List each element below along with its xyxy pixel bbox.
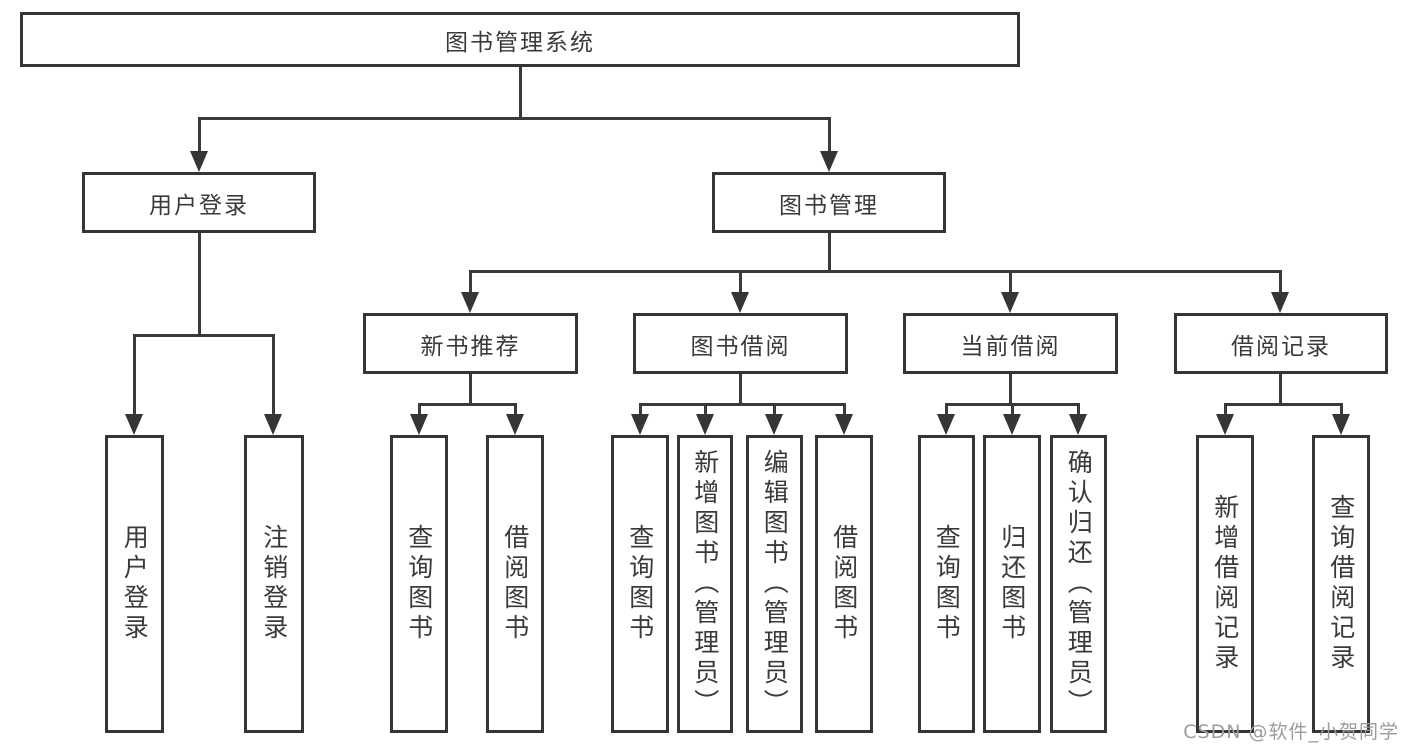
leaf-return-books: 归还图书 xyxy=(983,435,1041,733)
leaf-add-borrow-record: 新增借阅记录 xyxy=(1196,435,1254,733)
arrow-user-login xyxy=(190,151,208,172)
leaf-borrow-books-recommend: 借阅图书 xyxy=(486,435,544,733)
connector-drop-leaf-logout xyxy=(272,334,275,418)
arrow-confirm-cb xyxy=(1069,414,1087,435)
leaf-add-borrow-record-label: 新增借阅记录 xyxy=(1210,494,1240,674)
leaf-query-books-recommend-label: 查询图书 xyxy=(404,524,434,644)
connector-drop-query-rec xyxy=(418,403,421,417)
node-new-book-recommend: 新书推荐 xyxy=(363,313,578,374)
arrow-add-br xyxy=(1216,414,1234,435)
connector-book-management-stub xyxy=(828,233,831,273)
arrow-query-br xyxy=(1332,414,1350,435)
connector-new-book-rec-hline xyxy=(418,403,516,406)
arrow-book-borrow xyxy=(731,292,749,313)
csdn-watermark: CSDN @软件_小贺同学 xyxy=(1183,721,1399,743)
leaf-query-borrow-record: 查询借阅记录 xyxy=(1312,435,1370,733)
leaf-query-books-current: 查询图书 xyxy=(918,435,975,733)
connector-borrow-records-hline xyxy=(1224,403,1342,406)
leaf-query-books-borrow-label: 查询图书 xyxy=(625,524,655,644)
connector-drop-add-bb xyxy=(704,403,707,417)
arrow-query-cb xyxy=(937,414,955,435)
connector-user-login-hline xyxy=(133,334,275,337)
leaf-confirm-return-admin: 确认归还（管理员） xyxy=(1050,435,1107,733)
connector-drop-query-cb xyxy=(945,403,948,417)
arrow-edit-bb xyxy=(765,414,783,435)
arrow-current-borrow xyxy=(1001,292,1019,313)
arrow-borrow-rec xyxy=(506,414,524,435)
leaf-user-login-label: 用户登录 xyxy=(120,524,150,644)
node-current-borrow: 当前借阅 xyxy=(903,313,1118,374)
leaf-borrow-books-recommend-label: 借阅图书 xyxy=(500,524,530,644)
leaf-return-books-label: 归还图书 xyxy=(997,524,1027,644)
node-new-book-recommend-label: 新书推荐 xyxy=(420,333,521,360)
leaf-logout: 注销登录 xyxy=(244,435,304,733)
connector-drop-query-bb xyxy=(639,403,642,417)
arrow-book-management xyxy=(820,151,838,172)
arrow-query-rec xyxy=(410,414,428,435)
leaf-add-book-admin: 新增图书（管理员） xyxy=(677,435,733,733)
connector-drop-user-login xyxy=(198,117,201,155)
connector-drop-new-book-rec xyxy=(469,270,472,296)
arrow-return-cb xyxy=(1003,414,1021,435)
connector-drop-edit-bb xyxy=(773,403,776,417)
node-book-management-label: 图书管理 xyxy=(779,192,879,219)
leaf-query-books-recommend: 查询图书 xyxy=(390,435,448,733)
node-book-borrow-label: 图书借阅 xyxy=(690,333,791,360)
node-book-borrow: 图书借阅 xyxy=(633,313,848,374)
connector-drop-book-borrow xyxy=(739,270,742,296)
leaf-edit-book-admin: 编辑图书（管理员） xyxy=(746,435,803,733)
connector-user-login-stub xyxy=(198,233,201,337)
leaf-confirm-return-admin-label: 确认归还（管理员） xyxy=(1064,449,1094,719)
node-current-borrow-label: 当前借阅 xyxy=(960,333,1061,360)
leaf-user-login: 用户登录 xyxy=(105,435,164,733)
node-book-management: 图书管理 xyxy=(712,172,946,233)
node-borrow-records: 借阅记录 xyxy=(1174,313,1388,374)
arrow-leaf-login xyxy=(125,414,143,435)
leaf-edit-book-admin-label: 编辑图书（管理员） xyxy=(760,449,790,719)
leaf-add-book-admin-label: 新增图书（管理员） xyxy=(690,449,720,719)
connector-drop-borrow-records xyxy=(1279,270,1282,296)
connector-drop-borrow-bb xyxy=(843,403,846,417)
arrow-new-book-rec xyxy=(461,292,479,313)
leaf-query-books-borrow: 查询图书 xyxy=(611,435,669,733)
connector-drop-borrow-rec xyxy=(514,403,517,417)
node-user-login: 用户登录 xyxy=(82,172,316,233)
connector-drop-query-br xyxy=(1340,403,1343,417)
arrow-leaf-logout xyxy=(264,414,282,435)
node-root: 图书管理系统 xyxy=(20,12,1020,67)
connector-drop-add-br xyxy=(1224,403,1227,417)
connector-book-management-hline xyxy=(469,270,1282,273)
connector-book-borrow-hline xyxy=(639,403,845,406)
connector-drop-confirm-cb xyxy=(1077,403,1080,417)
connector-borrow-records-stub xyxy=(1279,374,1282,406)
leaf-query-borrow-record-label: 查询借阅记录 xyxy=(1326,494,1356,674)
leaf-borrow-books-label: 借阅图书 xyxy=(829,524,859,644)
connector-root-stub xyxy=(519,67,522,118)
leaf-logout-label: 注销登录 xyxy=(259,524,289,644)
arrow-query-bb xyxy=(631,414,649,435)
node-user-login-label: 用户登录 xyxy=(149,192,249,219)
connector-drop-leaf-login xyxy=(133,334,136,418)
connector-new-book-rec-stub xyxy=(469,374,472,406)
connector-root-hline xyxy=(198,117,831,120)
arrow-add-bb xyxy=(696,414,714,435)
connector-drop-current-borrow xyxy=(1009,270,1012,296)
connector-current-borrow-stub xyxy=(1009,374,1012,406)
connector-book-borrow-stub xyxy=(739,374,742,406)
connector-drop-return-cb xyxy=(1011,403,1014,417)
node-root-label: 图书管理系统 xyxy=(445,29,595,56)
arrow-borrow-bb xyxy=(835,414,853,435)
arrow-borrow-records xyxy=(1271,292,1289,313)
node-borrow-records-label: 借阅记录 xyxy=(1231,333,1331,360)
connector-drop-book-management xyxy=(828,117,831,155)
leaf-query-books-current-label: 查询图书 xyxy=(932,524,962,644)
leaf-borrow-books: 借阅图书 xyxy=(815,435,873,733)
